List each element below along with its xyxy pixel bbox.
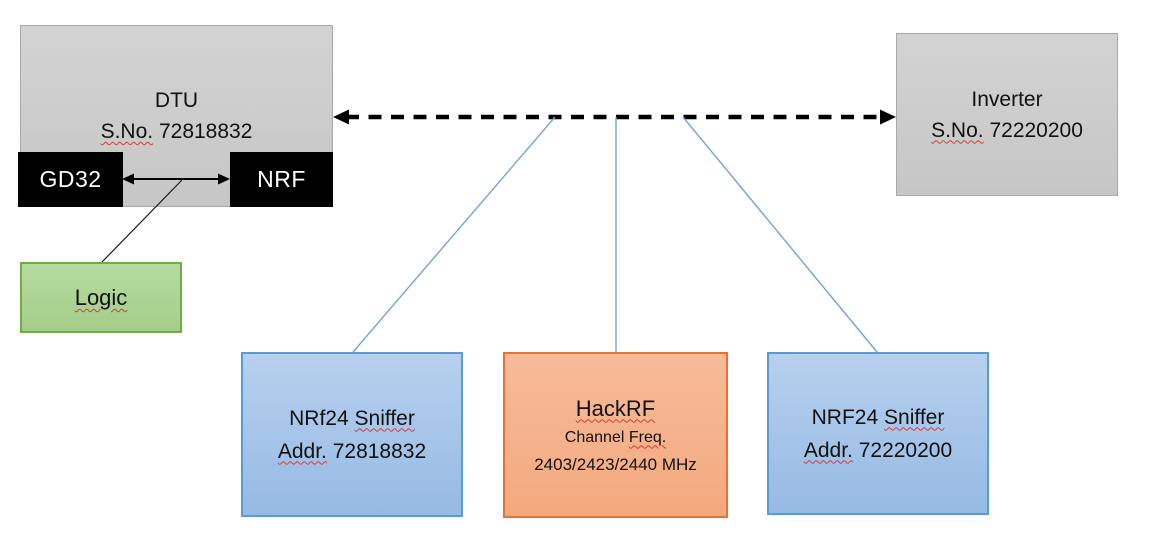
dtu-serial-number: 72818832 bbox=[158, 120, 253, 143]
hackrf-box: HackRF Channel Freq. 2403/2423/2440 MHz bbox=[503, 352, 728, 518]
logic-label: Logic bbox=[74, 285, 128, 310]
inverter-serial: S.No. 72220200 bbox=[931, 115, 1083, 146]
dtu-serial-label: S.No. bbox=[100, 120, 154, 143]
rf-link-dashed-arrow bbox=[333, 109, 896, 125]
arrowhead-left bbox=[333, 109, 349, 125]
hackrf-title: HackRF bbox=[575, 395, 656, 421]
inverter-serial-label: S.No. bbox=[931, 118, 984, 142]
sniffer-right-addr: Addr. 72220200 bbox=[803, 438, 953, 462]
dtu-serial: S.No. 72818832 bbox=[101, 116, 253, 147]
arrowhead-right bbox=[880, 109, 896, 125]
logic-box: Logic bbox=[20, 262, 182, 333]
gd32-label: GD32 bbox=[39, 166, 102, 192]
sniffer-right-box: NRF24 Sniffer Addr. 72220200 bbox=[767, 352, 989, 515]
gd32-box: GD32 bbox=[18, 152, 123, 207]
nrf-label: NRF bbox=[257, 166, 306, 192]
sniffer-left-box: NRf24 Sniffer Addr. 72818832 bbox=[241, 352, 463, 517]
hackrf-channel-line: Channel Freq. bbox=[564, 428, 667, 446]
hackrf-frequencies: 2403/2423/2440 MHz bbox=[534, 454, 697, 474]
sniffer-right-name: NRF24 Sniffer bbox=[811, 405, 945, 429]
inverter-serial-number: 72220200 bbox=[989, 118, 1083, 142]
nrf-box: NRF bbox=[230, 152, 333, 207]
dtu-title: DTU bbox=[154, 89, 199, 112]
sniffer-left-name: NRf24 Sniffer bbox=[289, 406, 415, 430]
sniffer-left-addr: Addr. 72818832 bbox=[277, 439, 427, 463]
sniffer-left-line bbox=[352, 116, 556, 353]
inverter-title: Inverter bbox=[971, 87, 1043, 111]
sniffer-right-line bbox=[682, 116, 878, 353]
inverter-box: Inverter S.No. 72220200 bbox=[896, 33, 1118, 196]
